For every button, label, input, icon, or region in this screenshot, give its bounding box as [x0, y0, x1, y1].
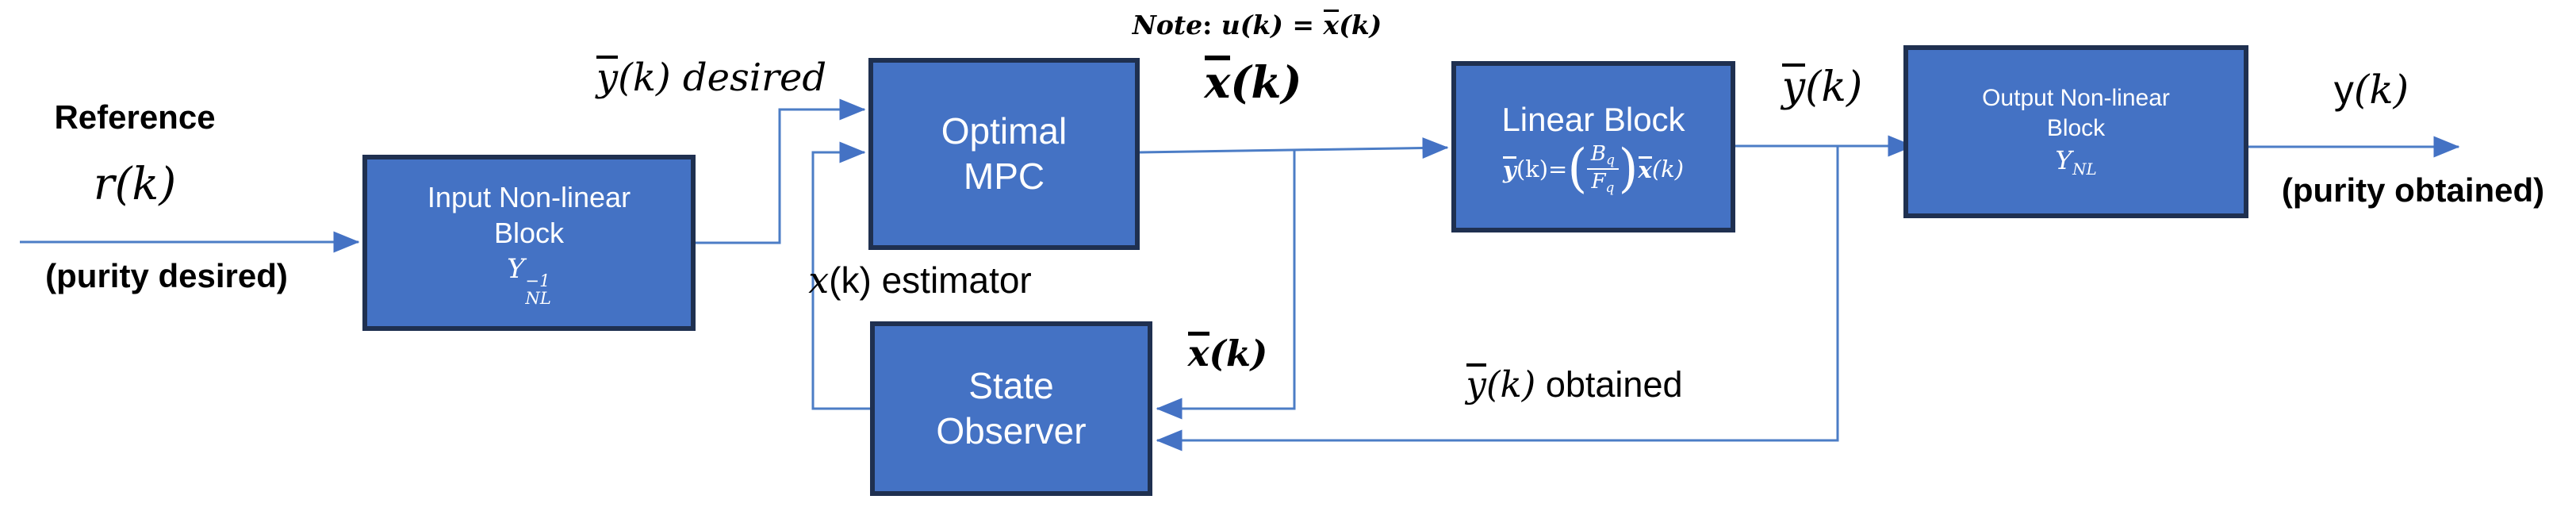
optimal-mpc-block: Optimal MPC	[868, 58, 1140, 250]
x-estimator-label: x(k) estimator	[769, 259, 1071, 302]
output-sym-base: Y	[2055, 145, 2072, 176]
output-block-symbol: YNL	[2055, 144, 2096, 180]
output-block-line2: Block	[2046, 114, 2106, 141]
wire-ybar-feedback-to-observer	[1156, 146, 1839, 451]
xbar-observer-base: x	[1187, 332, 1209, 375]
wire-mpc-branch-to-observer	[1156, 150, 1296, 420]
ybar-obtained-label: y(k) obtained	[1436, 363, 1713, 405]
observer-line2: Observer	[936, 410, 1087, 451]
eq-equals: =	[1548, 155, 1568, 182]
observer-line1: State	[968, 364, 1054, 406]
note-u: u	[1221, 10, 1240, 40]
y-out-arg: (k)	[2353, 67, 2409, 113]
input-block-line2: Block	[493, 216, 565, 249]
ybar-obtained-arg: (k)	[1485, 363, 1536, 405]
xbar-mpc-output-label: x(k)	[1154, 56, 1352, 108]
note-x: x	[1323, 10, 1340, 40]
note-colon: :	[1202, 10, 1221, 40]
eq-ybar: y	[1502, 156, 1516, 184]
wire-input-to-mpc	[696, 98, 866, 244]
reference-label: Reference	[54, 98, 216, 136]
xbar-mpc-arg: (k)	[1230, 56, 1302, 108]
eq-open-paren: (	[1567, 139, 1588, 199]
input-sym-sub: NL	[525, 287, 551, 308]
ybar-desired-label: y(k) desired	[596, 56, 826, 100]
input-sym-sup: −1	[525, 271, 550, 291]
eq-x-arg: (k)	[1651, 155, 1685, 182]
r-symbol: r	[93, 159, 115, 210]
purity-obtained-caption: (purity obtained)	[2281, 171, 2545, 209]
wire-observer-to-mpc	[811, 141, 870, 410]
eq-den-base: F	[1591, 170, 1606, 194]
x-estimator-base: x	[808, 259, 830, 302]
mpc-line1: Optimal	[941, 110, 1068, 152]
x-estimator-rest: (k) estimator	[829, 259, 1032, 301]
note-x-arg: (k)	[1339, 10, 1382, 40]
reference-signal-label: r(k)	[24, 159, 246, 210]
ybar-obtained-rest: obtained	[1535, 364, 1683, 405]
eq-close-paren: )	[1618, 139, 1639, 199]
note-annotation: Note: u(k) = x(k)	[1118, 10, 1396, 40]
input-block-line1: Input Non-linear	[427, 180, 631, 213]
eq-xbar: x	[1638, 156, 1652, 184]
note-u-arg: (k)	[1240, 10, 1283, 40]
output-block-line1: Output Non-linear	[1982, 85, 2170, 112]
purity-desired-caption: (purity desired)	[45, 257, 288, 294]
mpc-line2: MPC	[963, 156, 1045, 197]
note-word: Note	[1132, 10, 1203, 40]
xbar-mpc-base: x	[1204, 56, 1231, 108]
note-equals: =	[1282, 10, 1324, 40]
state-observer-block: State Observer	[870, 321, 1152, 496]
ybar-mid-base: y	[1781, 63, 1806, 111]
eq-num-sub: q	[1606, 152, 1615, 168]
ybar-mid-label: y(k)	[1749, 63, 1896, 111]
ybar-mid-arg: (k)	[1805, 63, 1863, 111]
r-arg: (k)	[114, 159, 177, 210]
eq-num-base: B	[1590, 142, 1607, 167]
ybar-desired-rest: desired	[670, 56, 827, 100]
eq-y-arg: (k)	[1516, 155, 1549, 182]
output-sym-sub: NL	[2072, 160, 2097, 179]
y-out-base: y	[2333, 67, 2354, 112]
ybar-obtained-base: y	[1466, 363, 1486, 405]
input-sym-base: Y	[507, 252, 525, 285]
linear-block-title: Linear Block	[1501, 100, 1685, 138]
xbar-observer-label: x(k)	[1148, 332, 1307, 375]
ybar-desired-arg: (k)	[618, 56, 671, 100]
eq-den-sub: q	[1605, 179, 1615, 196]
xbar-observer-arg: (k)	[1209, 332, 1268, 375]
ybar-desired-base: y	[596, 56, 619, 100]
y-output-label: y(k)	[2284, 67, 2459, 113]
output-nonlinear-block: Output Non-linear Block YNL	[1903, 45, 2248, 218]
